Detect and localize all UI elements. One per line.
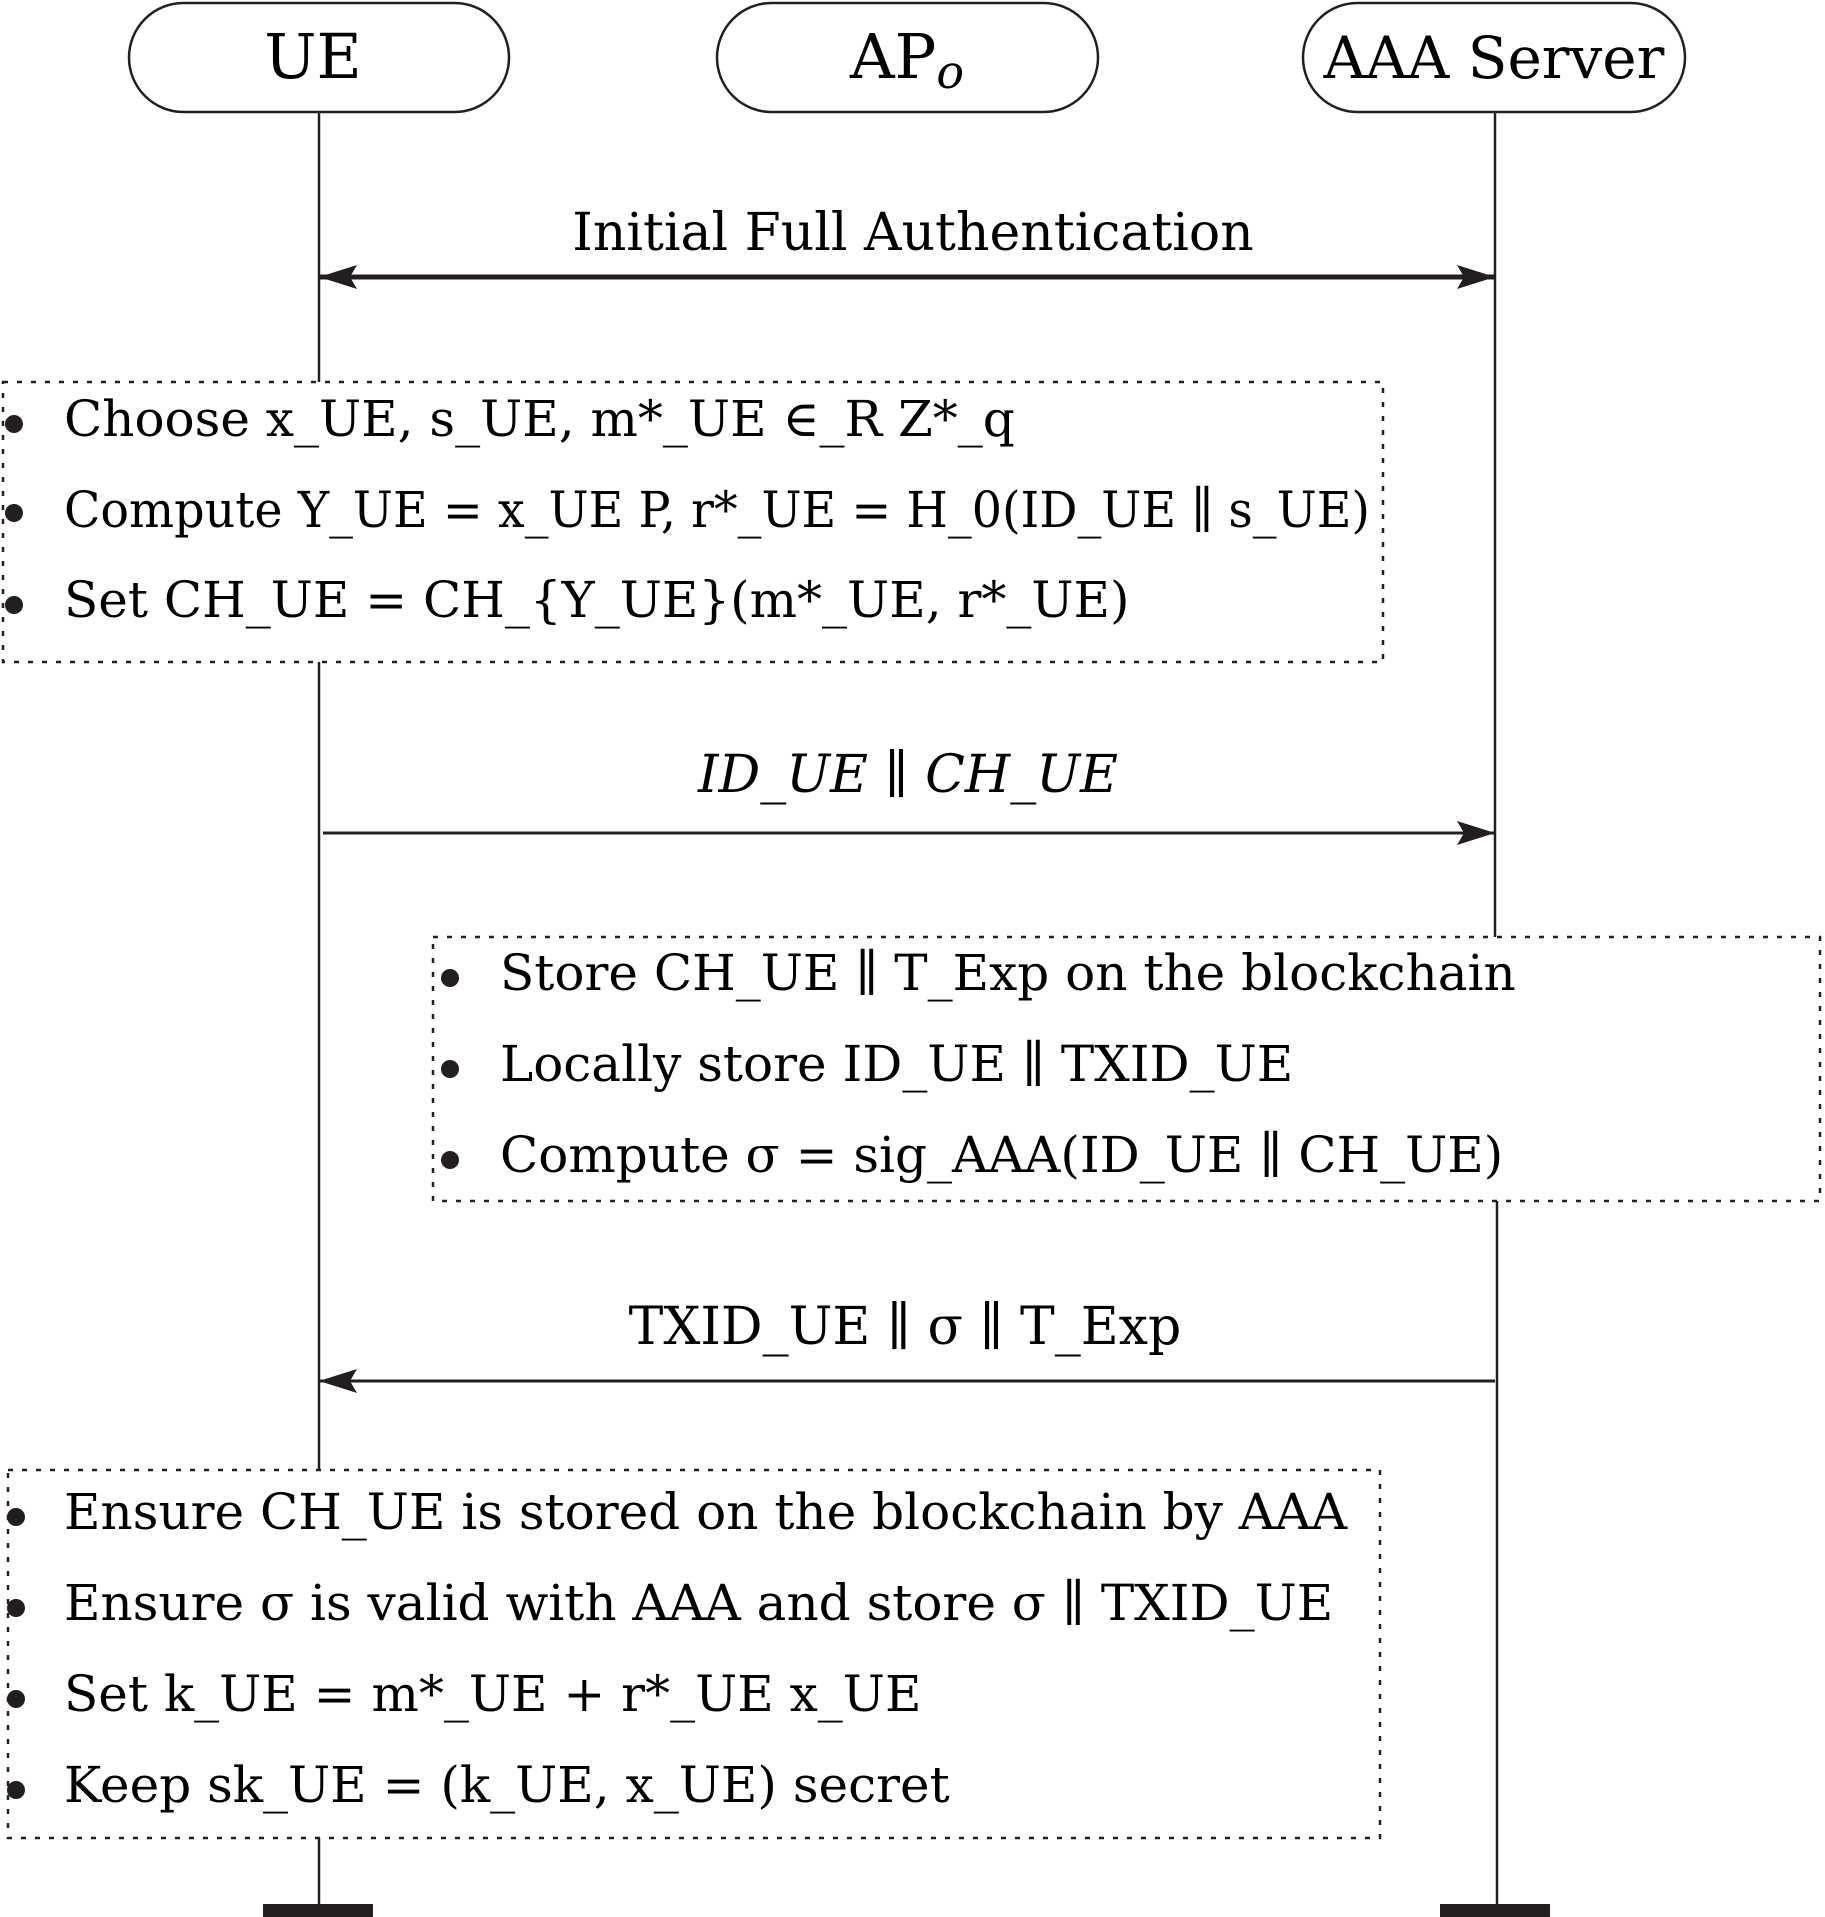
box-ue-finish: Ensure CH_UE is stored on the blockchain…	[6, 1468, 1382, 1840]
lifelines	[317, 113, 1499, 1904]
box-ue-setup: Choose x_UE, s_UE, m*_UE ∈_R Z*_q Comput…	[1, 380, 1385, 664]
actor-ue: UE	[127, 1, 511, 114]
box-aaa-store-item-3: Compute σ = sig_AAA(ID_UE ∥ CH_UE)	[500, 1126, 1503, 1184]
message-initial-auth: Initial Full Authentication	[319, 203, 1495, 289]
actor-aaa: AAA Server	[1301, 1, 1687, 114]
ue-lifeline-end-bar	[263, 1904, 373, 1917]
box-ue-finish-item-1: Ensure CH_UE is stored on the blockchain…	[64, 1483, 1348, 1541]
bullet	[7, 1508, 25, 1526]
bullet	[441, 1060, 459, 1078]
bullet	[7, 1690, 25, 1708]
bullet	[7, 1781, 25, 1799]
aaa-lifeline-end-bar	[1440, 1904, 1550, 1917]
bullet	[7, 1599, 25, 1617]
box-ue-finish-item-4: Keep sk_UE = (k_UE, x_UE) secret	[64, 1756, 950, 1814]
message-txid-label: TXID_UE ∥ σ ∥ T_Exp	[629, 1297, 1182, 1357]
actor-aaa-box	[1301, 1, 1687, 114]
message-txid: TXID_UE ∥ σ ∥ T_Exp	[319, 1297, 1495, 1393]
message-id-ch: ID_UE ∥ CH_UE	[323, 745, 1495, 845]
box-ue-finish-item-3: Set k_UE = m*_UE + r*_UE x_UE	[64, 1665, 921, 1723]
box-ue-setup-item-3: Set CH_UE = CH_{Y_UE}(m*_UE, r*_UE)	[64, 571, 1130, 629]
box-ue-setup-frame	[1, 380, 1385, 664]
box-aaa-store-frame	[431, 935, 1822, 1203]
actor-ap: APo	[715, 1, 1100, 114]
message-id-ch-label: ID_UE ∥ CH_UE	[697, 745, 1118, 805]
actor-aaa-label: AAA Server	[1323, 24, 1665, 92]
box-aaa-store-item-1: Store CH_UE ∥ T_Exp on the blockchain	[500, 944, 1516, 1002]
bullet	[5, 415, 23, 433]
actor-ue-box	[127, 1, 511, 114]
box-ue-finish-item-2: Ensure σ is valid with AAA and store σ ∥…	[64, 1574, 1333, 1632]
actor-ue-label: UE	[264, 20, 362, 93]
bullet	[5, 504, 23, 522]
box-ue-setup-item-2: Compute Y_UE = x_UE P, r*_UE = H_0(ID_UE…	[64, 481, 1370, 539]
actor-ap-box	[715, 1, 1100, 114]
actor-ap-label: APo	[849, 20, 964, 99]
box-aaa-store-item-2: Locally store ID_UE ∥ TXID_UE	[500, 1035, 1293, 1093]
bullet	[441, 969, 459, 987]
message-initial-auth-label: Initial Full Authentication	[572, 203, 1253, 263]
bullet	[441, 1151, 459, 1169]
box-ue-setup-item-1: Choose x_UE, s_UE, m*_UE ∈_R Z*_q	[64, 390, 1015, 448]
box-ue-finish-frame	[6, 1468, 1382, 1840]
box-aaa-store: Store CH_UE ∥ T_Exp on the blockchain Lo…	[431, 935, 1822, 1203]
bullet	[5, 596, 23, 614]
